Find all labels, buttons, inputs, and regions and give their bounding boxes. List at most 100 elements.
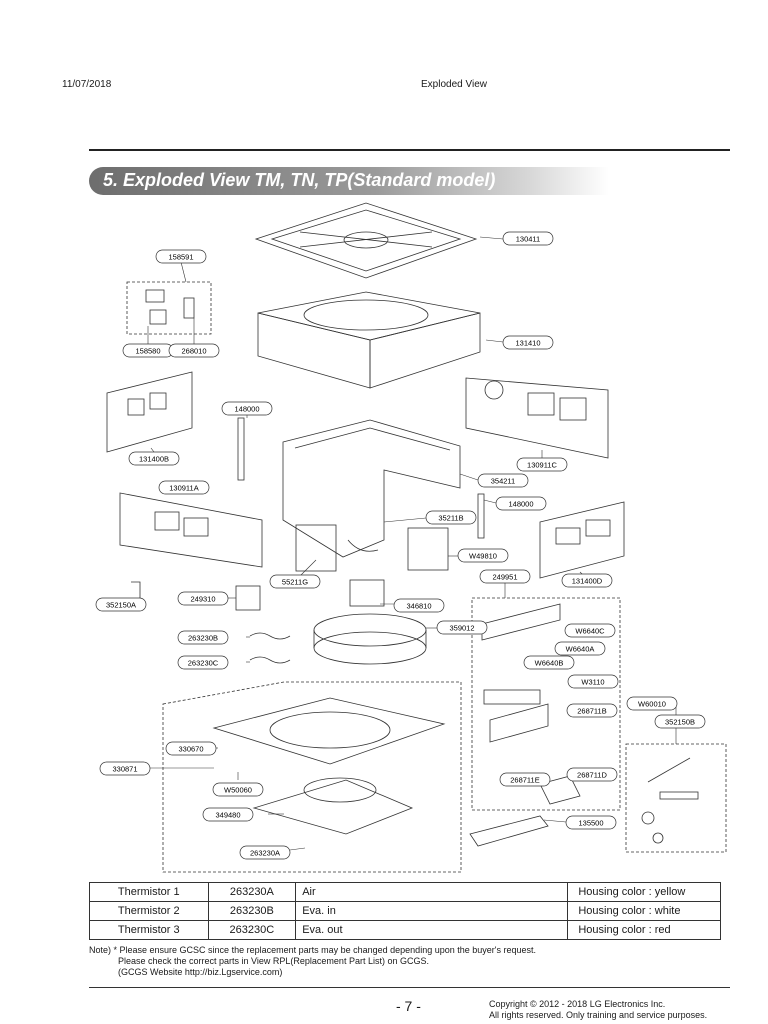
- callout-249951: 249951: [479, 569, 531, 584]
- svg-text:249310: 249310: [190, 595, 215, 604]
- thermistor-housing: Housing color : yellow: [567, 882, 721, 902]
- callout-W6640B: W6640B: [523, 655, 575, 670]
- bottom-rule: [89, 987, 730, 988]
- callout-263230B: 263230B: [177, 630, 229, 645]
- svg-text:130911A: 130911A: [169, 484, 198, 493]
- callout-330670: 330670: [165, 741, 217, 756]
- svg-text:55211G: 55211G: [282, 578, 308, 587]
- thermistor-code: 263230C: [207, 920, 297, 940]
- thermistor-housing: Housing color : red: [567, 920, 721, 940]
- copyright-line-1: Copyright © 2012 - 2018 LG Electronics I…: [489, 999, 666, 1009]
- thermistor-code: 263230A: [207, 882, 297, 902]
- callout-131400B: 131400B: [128, 451, 180, 466]
- svg-text:131400D: 131400D: [572, 577, 603, 586]
- callout-148000-b: 148000: [495, 496, 547, 511]
- svg-text:W6640A: W6640A: [566, 645, 595, 654]
- copyright: Copyright © 2012 - 2018 LG Electronics I…: [489, 999, 707, 1021]
- svg-text:135500: 135500: [578, 819, 603, 828]
- table-row: Thermistor 3 263230C Eva. out Housing co…: [89, 920, 721, 940]
- callout-263230C: 263230C: [177, 655, 229, 670]
- svg-text:130411: 130411: [516, 235, 540, 244]
- bracket-a-part: [237, 417, 245, 481]
- copyright-line-2: All rights reserved. Only training and s…: [489, 1010, 708, 1020]
- pipe-kit-box: [625, 743, 727, 853]
- callout-158580: 158580: [122, 343, 174, 358]
- callout-158591: 158591: [155, 249, 207, 264]
- svg-text:349480: 349480: [215, 811, 240, 820]
- thermistor-name: Thermistor 3: [89, 920, 209, 940]
- print-date: 11/07/2018: [62, 79, 112, 90]
- svg-text:W6640B: W6640B: [535, 659, 564, 668]
- svg-text:346810: 346810: [406, 602, 431, 611]
- svg-text:352150B: 352150B: [665, 718, 695, 727]
- svg-text:263230B: 263230B: [188, 634, 218, 643]
- top-rule: [89, 149, 730, 151]
- motor-part: [349, 579, 385, 607]
- callout-268010: 268010: [168, 343, 220, 358]
- callout-135500: 135500: [565, 815, 617, 830]
- svg-text:W50060: W50060: [224, 786, 252, 795]
- heat-exchanger-part: [282, 419, 461, 558]
- svg-text:263230A: 263230A: [250, 849, 280, 858]
- page-header-title: Exploded View: [421, 79, 487, 90]
- callout-268711D: 268711D: [566, 767, 618, 782]
- callout-131410: 131410: [502, 335, 554, 350]
- thermistor-name: Thermistor 1: [89, 882, 209, 902]
- front-grille-part: [254, 202, 478, 279]
- svg-text:352150A: 352150A: [106, 601, 136, 610]
- svg-text:354211: 354211: [491, 477, 515, 486]
- svg-text:268711E: 268711E: [510, 776, 539, 785]
- callout-55211G: 55211G: [269, 574, 321, 589]
- note-line-3: (GCGS Website http://biz.Lgservice.com): [118, 967, 283, 977]
- callout-130911A: 130911A: [158, 480, 210, 495]
- note-line-2: Please check the correct parts in View R…: [118, 956, 429, 966]
- drain-pump-part: [295, 524, 379, 572]
- callout-W6640C: W6640C: [564, 623, 616, 638]
- section-title: 5. Exploded View TM, TN, TP(Standard mod…: [103, 170, 496, 190]
- callout-labels: 130411 158591 131410 158580 268010 14800…: [95, 231, 706, 860]
- svg-text:330670: 330670: [178, 745, 203, 754]
- svg-text:330871: 330871: [112, 765, 137, 774]
- side-panel-a-part: [119, 492, 263, 568]
- svg-text:268711D: 268711D: [577, 771, 607, 780]
- section-banner: 5. Exploded View TM, TN, TP(Standard mod…: [89, 167, 609, 195]
- callout-263230A: 263230A: [239, 845, 291, 860]
- svg-text:249951: 249951: [492, 573, 517, 582]
- control-box-part: [126, 281, 212, 335]
- svg-text:W6640C: W6640C: [575, 627, 605, 636]
- leader-lines: [140, 236, 677, 851]
- callout-354211: 354211: [477, 473, 529, 488]
- svg-text:35211B: 35211B: [438, 514, 463, 523]
- thermistor-location: Air: [295, 882, 569, 902]
- callout-131400D: 131400D: [561, 573, 613, 588]
- callout-268711B: 268711B: [566, 703, 618, 718]
- callout-130411: 130411: [502, 231, 554, 246]
- callout-268711E: 268711E: [499, 772, 551, 787]
- pipe-a-part: [131, 581, 141, 600]
- svg-text:W49810: W49810: [469, 552, 497, 561]
- callout-W3110: W3110: [567, 674, 619, 689]
- svg-text:130911C: 130911C: [527, 461, 557, 470]
- thermistor-table: Thermistor 1 263230A Air Housing color :…: [89, 882, 721, 940]
- thermistor-code: 263230B: [207, 901, 297, 921]
- svg-text:148000: 148000: [508, 500, 533, 509]
- svg-text:263230C: 263230C: [188, 659, 219, 668]
- thermistor-location: Eva. in: [295, 901, 569, 921]
- thermistor-location: Eva. out: [295, 920, 569, 940]
- drain-pan-part: [257, 291, 481, 389]
- callout-359012: 359012: [436, 620, 488, 635]
- page-number: - 7 -: [396, 998, 421, 1014]
- callout-352150A: 352150A: [95, 597, 147, 612]
- callout-W50060: W50060: [212, 782, 264, 797]
- callout-346810: 346810: [393, 598, 445, 613]
- side-panel-d-part: [539, 501, 625, 579]
- callout-349480: 349480: [202, 807, 254, 822]
- turbo-fan-part: [313, 613, 427, 665]
- bracket-135500-part: [469, 815, 549, 847]
- svg-text:W60010: W60010: [638, 700, 666, 709]
- svg-text:158591: 158591: [168, 253, 193, 262]
- base-frame-box: [162, 681, 462, 873]
- callout-W6640A: W6640A: [554, 641, 606, 656]
- svg-text:148000: 148000: [234, 405, 259, 414]
